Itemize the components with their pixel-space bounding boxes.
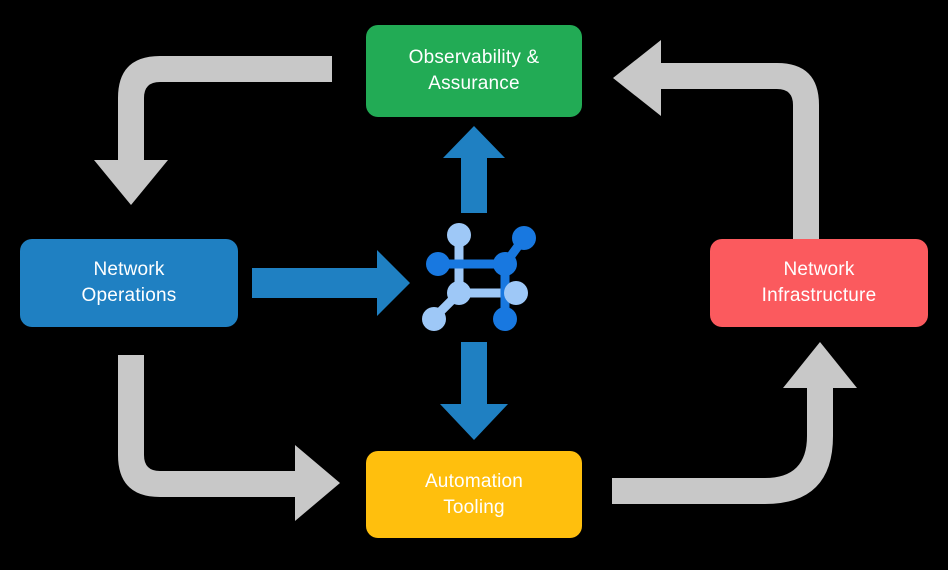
topology-light-nodes <box>422 223 528 331</box>
arrow-netinfra-to-observability <box>613 40 819 239</box>
arrow-center-to-automation <box>440 342 508 440</box>
topology-dark-nodes <box>426 226 536 331</box>
arrow-netops-to-center <box>252 250 410 316</box>
arrow-netops-to-automation <box>118 355 340 521</box>
arrow-observability-to-netops <box>94 56 332 205</box>
arrow-automation-to-netinfra <box>612 342 857 504</box>
node-label: Observability & Assurance <box>408 47 540 94</box>
node-label: Network Operations <box>81 259 177 306</box>
node-label: Automation Tooling <box>424 470 524 518</box>
network-topology-icon <box>422 223 536 331</box>
node-observability-assurance[interactable]: Observability & Assurance <box>366 25 582 117</box>
arrow-center-to-observability <box>443 126 505 213</box>
node-automation-tooling[interactable]: Automation Tooling <box>366 451 582 538</box>
node-label: Network Infrastructure <box>761 259 877 306</box>
node-network-infrastructure[interactable]: Network Infrastructure <box>710 239 928 327</box>
node-network-operations[interactable]: Network Operations <box>20 239 238 327</box>
